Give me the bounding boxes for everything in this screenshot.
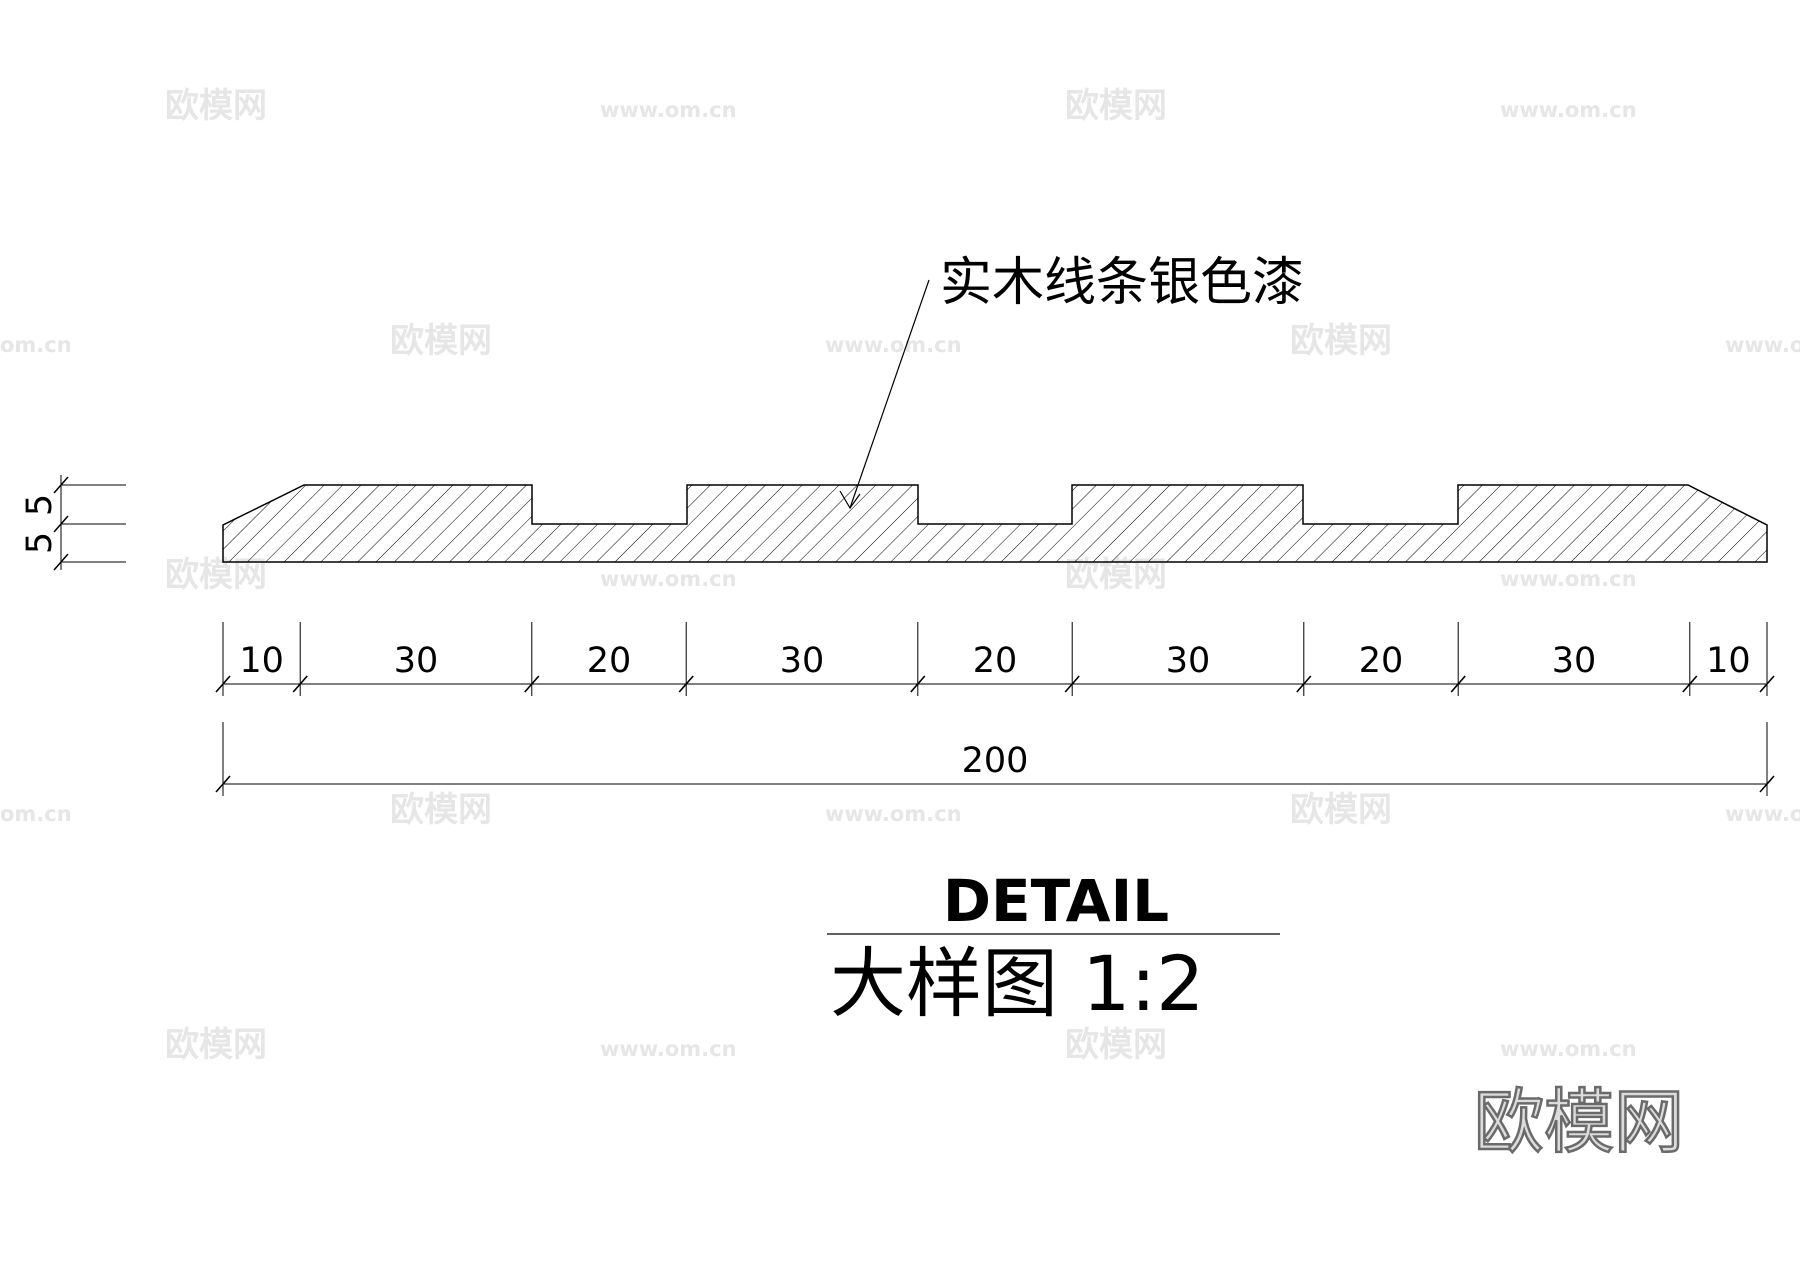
segment-tick bbox=[1759, 675, 1775, 693]
watermark-name: 欧模网 bbox=[1065, 86, 1167, 126]
segment-dimension-label: 20 bbox=[1359, 641, 1404, 681]
wood-profile-section bbox=[222, 484, 1768, 563]
watermark-name: 欧模网 bbox=[165, 86, 267, 126]
segment-tick bbox=[215, 675, 231, 693]
segment-dimension-label: 20 bbox=[973, 641, 1018, 681]
watermark-name: 欧模网 bbox=[390, 321, 492, 361]
vertical-dim-top: 5 bbox=[20, 494, 60, 516]
watermark-url: om.cn bbox=[0, 802, 72, 826]
segment-dimension-label: 10 bbox=[239, 641, 284, 681]
vertical-dim-bottom: 5 bbox=[20, 532, 60, 554]
watermark-url: www.om.cn bbox=[825, 802, 962, 826]
watermark-name: 欧模网 bbox=[165, 1025, 267, 1065]
segment-tick bbox=[292, 675, 308, 693]
callout-arrowhead bbox=[839, 490, 861, 510]
vertical-dimension: 5 5 bbox=[20, 475, 126, 571]
overall-dimension: 200 bbox=[215, 722, 1775, 796]
callout-label: 实木线条银色漆 bbox=[940, 253, 1304, 313]
segment-dimension-label: 10 bbox=[1706, 641, 1751, 681]
watermark-url: www.om.cn bbox=[600, 1037, 737, 1061]
overall-tick bbox=[215, 775, 231, 793]
watermark-url: www.om.cn bbox=[1725, 333, 1800, 357]
watermark-url: www.om.cn bbox=[1500, 567, 1637, 591]
watermark-name: 欧模网 bbox=[1290, 321, 1392, 361]
scale-label: 大样图 1:2 bbox=[830, 939, 1204, 1028]
watermark-name: 欧模网 bbox=[1290, 790, 1392, 830]
watermark-url: om.cn bbox=[0, 333, 72, 357]
watermark-url: www.om.cn bbox=[1500, 98, 1637, 122]
watermark-url: www.om.cn bbox=[1500, 1037, 1637, 1061]
watermark-url: www.om.cn bbox=[1725, 802, 1800, 826]
segment-tick bbox=[1450, 675, 1466, 693]
segment-tick bbox=[1296, 675, 1312, 693]
watermark-url: www.om.cn bbox=[825, 333, 962, 357]
site-logo: 欧模网 bbox=[1474, 1081, 1684, 1163]
segment-dimension-label: 30 bbox=[394, 641, 439, 681]
segment-tick bbox=[910, 675, 926, 693]
callout-leader-line bbox=[849, 279, 930, 509]
overall-dimension-label: 200 bbox=[962, 741, 1029, 781]
overall-tick bbox=[1759, 775, 1775, 793]
segment-dimension-chain: 10 30 20 30 20 30 20 30 10 bbox=[215, 622, 1775, 696]
watermark-url: www.om.cn bbox=[600, 98, 737, 122]
watermark-name: 欧模网 bbox=[390, 790, 492, 830]
segment-dimension-label: 30 bbox=[1166, 641, 1211, 681]
watermark-url: www.om.cn bbox=[600, 567, 737, 591]
watermark-name: 欧模网 bbox=[1065, 1025, 1167, 1065]
segment-tick bbox=[524, 675, 540, 693]
watermark-layer: 欧模网 www.om.cn 欧模网 www.om.cn 欧模网 www.om.cn 欧模网 w… bbox=[0, 86, 1800, 1065]
segment-tick bbox=[678, 675, 694, 693]
segment-tick bbox=[1682, 675, 1698, 693]
segment-tick bbox=[1064, 675, 1080, 693]
segment-dimension-label: 20 bbox=[587, 641, 632, 681]
detail-title: DETAIL bbox=[943, 867, 1169, 935]
segment-dimension-label: 30 bbox=[1552, 641, 1597, 681]
segment-dimension-label: 30 bbox=[780, 641, 825, 681]
